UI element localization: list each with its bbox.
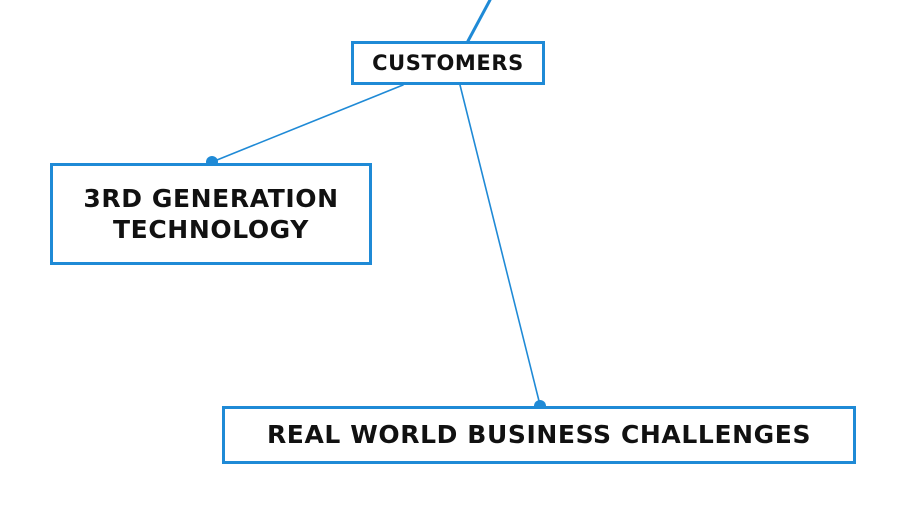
node-3rd-generation-line-2: TECHNOLOGY: [113, 215, 309, 244]
connector-customers-to-3rd-generation: [211, 84, 404, 163]
node-real-world-business-challenges[interactable]: REAL WORLD BUSINESS CHALLENGES: [222, 406, 856, 464]
node-real-world-label: REAL WORLD BUSINESS CHALLENGES: [266, 420, 812, 450]
node-3rd-generation-line-1: 3RD GENERATION: [83, 183, 339, 213]
connector-top-to-customers: [466, 0, 492, 43]
connector-customers-to-real-world: [459, 84, 541, 406]
node-customers[interactable]: CUSTOMERS: [351, 41, 545, 85]
node-3rd-generation-technology[interactable]: 3RD GENERATION TECHNOLOGY: [50, 163, 372, 265]
node-customers-label: CUSTOMERS: [372, 50, 524, 75]
